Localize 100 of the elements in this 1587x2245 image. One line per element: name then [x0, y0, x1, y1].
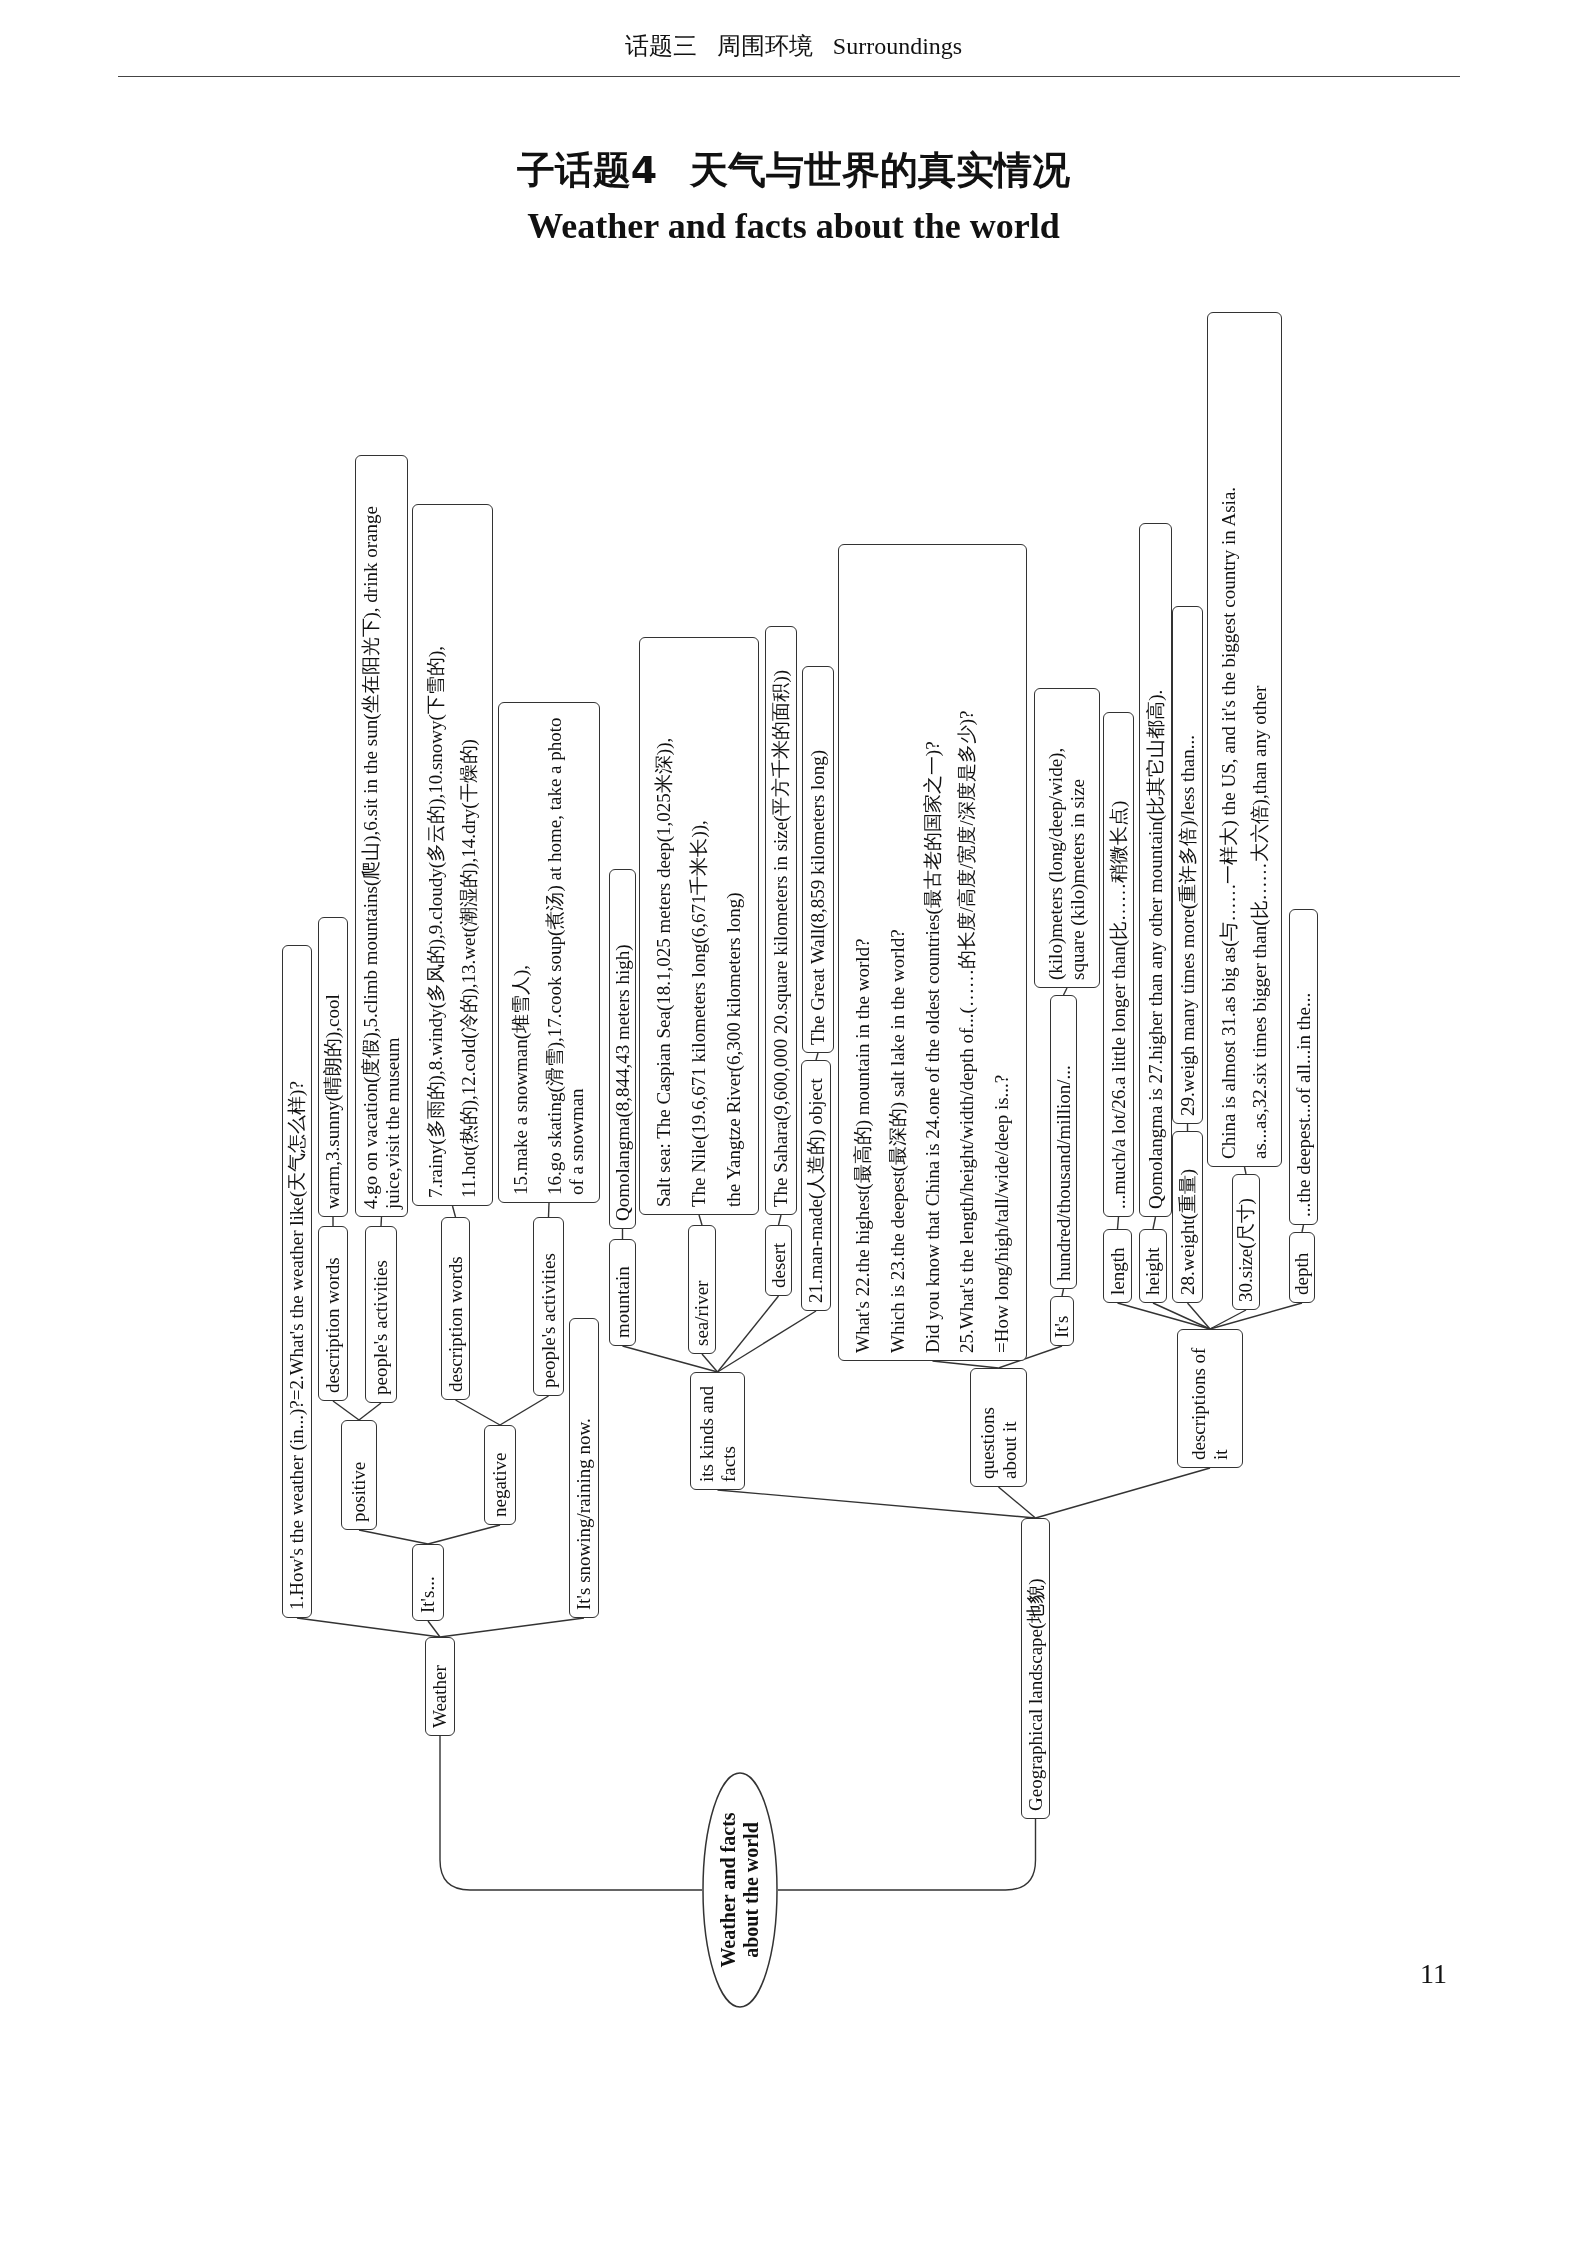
box-text: 25.What's the length/height/width/depth of...(……的长度/高度/宽度/深度是多少)? — [956, 709, 979, 1353]
box-text: Qomolangma(8,844,43 meters high) — [611, 943, 634, 1221]
topic-box — [355, 455, 408, 1217]
topic-box — [498, 702, 600, 1203]
connector-line — [332, 1216, 334, 1227]
box-text: positive — [348, 1460, 370, 1522]
box-text: The Sahara(9,600,000 20.square kilometers in size(平方千米的面积)) — [770, 668, 792, 1207]
box-text: desert — [767, 1241, 790, 1288]
topic-box — [801, 1060, 831, 1311]
box-text: Weather and facts about the world — [717, 1812, 763, 1968]
topic-box — [639, 637, 759, 1215]
subtitle: Weather and facts about the world — [526, 205, 1061, 247]
topic-box — [318, 917, 348, 1217]
box-text: hundred/thousand/million/... — [1052, 1064, 1075, 1281]
box-text: Which is 23.the deepest(最深的) salt lake in the world? — [886, 928, 909, 1353]
connector-line — [997, 1345, 1063, 1369]
connector-line — [427, 1524, 501, 1545]
topic-box — [1207, 312, 1282, 1167]
box-text: length — [1106, 1246, 1129, 1295]
box-text: Did you know that China is 24.one of the oldest countries(最古老的国家之一)? — [921, 740, 944, 1353]
title: 子话题4 天气与世界的真实情况 — [515, 147, 1072, 194]
topic-box — [1021, 1518, 1050, 1819]
connector-line — [997, 1486, 1037, 1519]
connector-line — [815, 1052, 819, 1061]
topic-box — [1172, 1131, 1203, 1303]
topic-box — [365, 1226, 397, 1403]
connector-line — [621, 1345, 719, 1373]
topic-box — [690, 1372, 745, 1490]
box-text: 15.make a snowman(堆雪人), — [510, 963, 533, 1195]
box-text: 11.hot(热的),12.cold(冷的),13.wet(潮湿的),14.dry(干燥的) — [458, 738, 481, 1198]
box-text: What's 22.the highest(最高的) mountain in the world? — [851, 937, 874, 1353]
box-text: =How long/high/tall/wide/deep is...? — [991, 1073, 1013, 1353]
connector-line — [296, 1617, 441, 1638]
box-text: people's activities — [370, 1259, 392, 1395]
connector-line — [427, 1620, 441, 1638]
topic-box — [1103, 712, 1134, 1217]
topic-box — [425, 1637, 455, 1736]
box-text: 28.weight(重量) — [1176, 1167, 1199, 1295]
connector-line — [716, 1295, 780, 1373]
connector-line — [698, 1214, 703, 1226]
connector-line — [716, 1310, 817, 1373]
connector-line — [1152, 1302, 1211, 1330]
topic-box — [1232, 1174, 1260, 1310]
connector-line — [1062, 987, 1068, 996]
topic-box — [318, 1226, 348, 1401]
connector-line — [1186, 1302, 1211, 1330]
topic-box — [1289, 1232, 1315, 1303]
topic-box — [533, 1217, 564, 1396]
topic-box — [1050, 995, 1077, 1289]
topic-box — [412, 504, 493, 1206]
topic-box — [765, 1225, 792, 1296]
box-text: It's — [1051, 1314, 1073, 1338]
box-text: negative — [489, 1451, 511, 1517]
box-text: 21.man-made(人造的) object — [805, 1077, 827, 1303]
connector-line — [332, 1400, 360, 1421]
topic-box — [412, 1544, 444, 1621]
page-number: 11 — [1420, 1958, 1447, 1990]
topic-box — [441, 1217, 470, 1400]
connector-line — [439, 1617, 585, 1638]
topic-box — [970, 1368, 1027, 1487]
box-text: It's... — [417, 1575, 439, 1613]
connector-line — [1116, 1216, 1120, 1230]
topic-box — [341, 1420, 377, 1530]
topic-box — [765, 626, 797, 1215]
box-text: 1.How's the weather (in...)?=2.What's the weather like(天气怎么样)? — [286, 1080, 308, 1610]
connector-line — [1034, 1467, 1211, 1519]
connector-line — [1209, 1302, 1303, 1330]
box-text: questions about it — [976, 1406, 1021, 1479]
box-text: as...as,32.six times bigger than(比……大六倍),than any other — [1249, 684, 1272, 1159]
box-text: The Nile(19.6,671 kilometers long(6,671千米长)), — [688, 819, 710, 1207]
box-text: the Yangtze River(6,300 kilometers long) — [723, 891, 745, 1207]
connector-line — [777, 1214, 782, 1226]
topic-box — [1289, 909, 1318, 1225]
box-text: ...much/a lot/26.a little longer than(比……稍微长点) — [1107, 799, 1130, 1209]
topic-box — [802, 666, 834, 1053]
box-text: The Great Wall(8,859 kilometers long) — [807, 748, 829, 1045]
connector-line — [1061, 1288, 1065, 1297]
topic-box — [1177, 1329, 1243, 1468]
connector-line — [454, 1399, 501, 1426]
connector-line — [380, 1216, 383, 1227]
connector-line — [547, 1202, 550, 1218]
connector-line — [358, 1529, 429, 1545]
connector-line — [358, 1402, 382, 1421]
box-text: (kilo)meters (long/deep/wide), square (kilo)meters in size — [1045, 746, 1089, 980]
topic-box — [484, 1425, 516, 1525]
box-text: its kinds and facts — [695, 1384, 740, 1482]
connector-line — [1152, 1216, 1157, 1230]
box-text: height — [1142, 1246, 1164, 1295]
box-text: 29.weigh many times more(重许多倍)/less than... — [1176, 734, 1199, 1116]
box-text: mountain — [611, 1265, 634, 1338]
connector-line — [777, 1818, 1037, 1891]
connector-line — [451, 1205, 457, 1218]
topic-box — [609, 1239, 636, 1346]
box-text: Geographical landscape(地貌) — [1024, 1577, 1047, 1811]
topic-box — [1103, 1229, 1132, 1303]
box-text: Weather — [429, 1664, 451, 1728]
connector-line — [1209, 1309, 1247, 1330]
connector-line — [1301, 1224, 1305, 1233]
box-text: It's snowing/raining now. — [573, 1417, 595, 1610]
box-text: 30.size(尺寸) — [1235, 1197, 1257, 1302]
